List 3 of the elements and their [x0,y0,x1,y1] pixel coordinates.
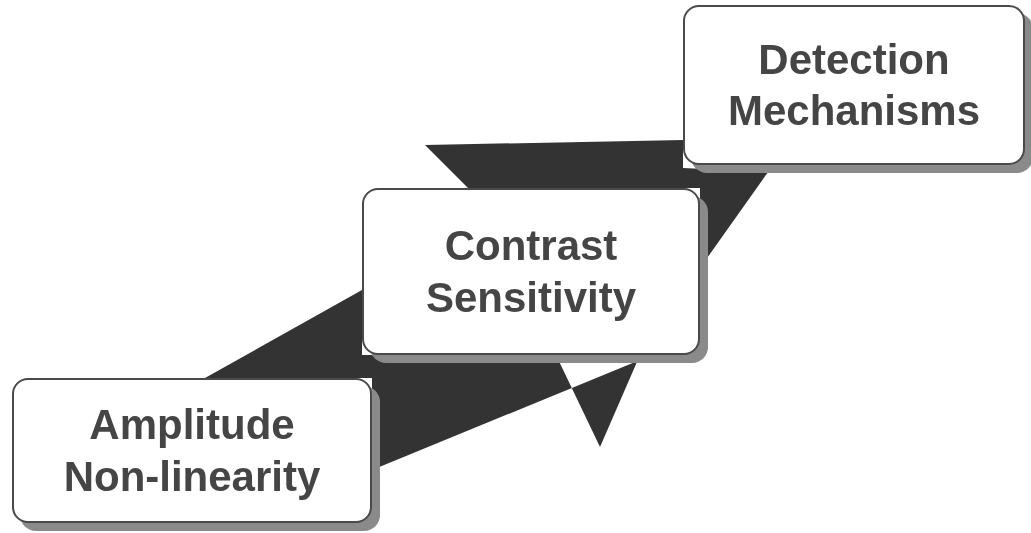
box-label: Contrast Sensitivity [424,221,638,323]
box-label: Detection Mechanisms [726,34,982,136]
box-label: Amplitude Non-linearity [62,400,322,502]
